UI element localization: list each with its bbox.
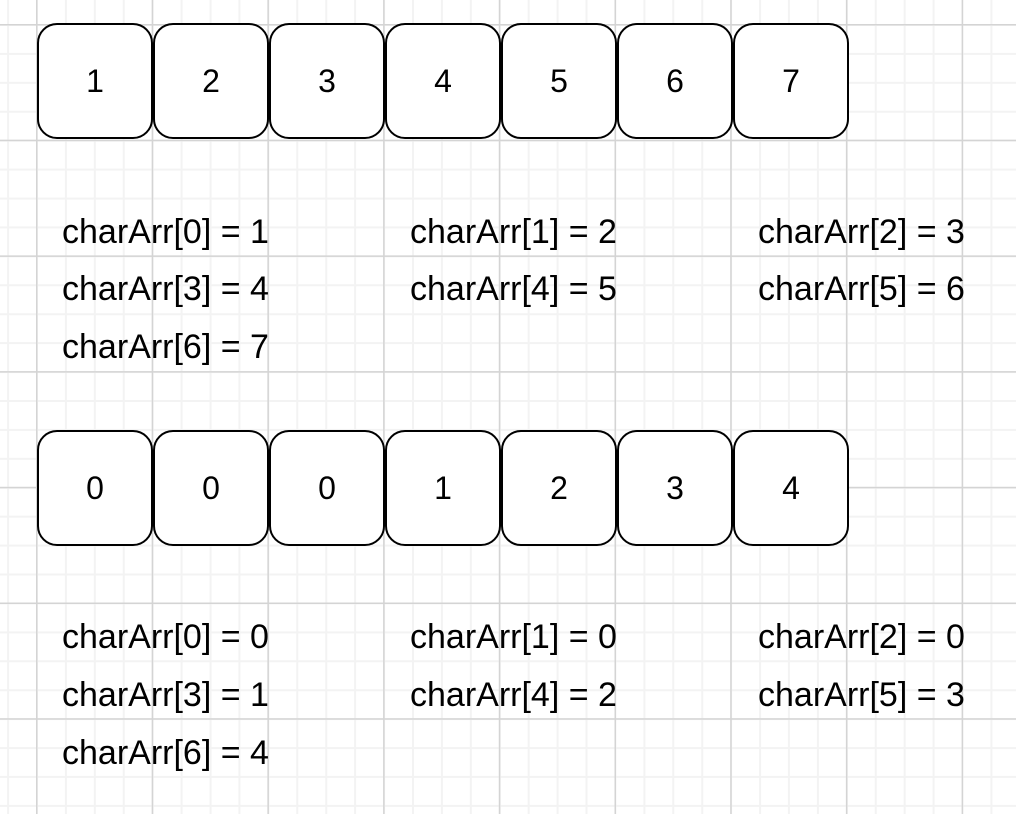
assignment-text[interactable]: charArr[4] = 5 xyxy=(410,270,617,308)
array-cell-value: 7 xyxy=(782,63,800,99)
array-cell-value: 4 xyxy=(782,470,800,506)
array-cell[interactable]: 0 xyxy=(269,430,385,546)
array-cell[interactable]: 2 xyxy=(501,430,617,546)
array-cell[interactable]: 0 xyxy=(153,430,269,546)
array-cell[interactable]: 7 xyxy=(733,23,849,139)
array-cell[interactable]: 1 xyxy=(37,23,153,139)
array-cell-value: 0 xyxy=(86,470,104,506)
assignment-text[interactable]: charArr[5] = 6 xyxy=(758,270,965,308)
assignment-text[interactable]: charArr[6] = 4 xyxy=(62,734,269,772)
array-cell[interactable]: 4 xyxy=(733,430,849,546)
array-cell[interactable]: 6 xyxy=(617,23,733,139)
array-cell-value: 6 xyxy=(666,63,684,99)
assignment-text[interactable]: charArr[3] = 1 xyxy=(62,676,269,714)
array-cell[interactable]: 4 xyxy=(385,23,501,139)
array-cell-value: 0 xyxy=(318,470,336,506)
array-cell-value: 4 xyxy=(434,63,452,99)
array-cell-value: 5 xyxy=(550,63,568,99)
array-cell[interactable]: 2 xyxy=(153,23,269,139)
assignment-text[interactable]: charArr[2] = 3 xyxy=(758,213,965,251)
array-cell-value: 1 xyxy=(86,63,104,99)
assignment-text[interactable]: charArr[6] = 7 xyxy=(62,328,269,366)
assignment-text[interactable]: charArr[5] = 3 xyxy=(758,676,965,714)
assignment-text[interactable]: charArr[1] = 2 xyxy=(410,213,617,251)
array-cell[interactable]: 5 xyxy=(501,23,617,139)
array-cell-value: 3 xyxy=(666,470,684,506)
array-cell-value: 2 xyxy=(202,63,220,99)
array-row-original: 1 2 3 4 5 6 7 xyxy=(37,23,849,139)
array-cell-value: 2 xyxy=(550,470,568,506)
array-cell[interactable]: 3 xyxy=(617,430,733,546)
assignment-text[interactable]: charArr[4] = 2 xyxy=(410,676,617,714)
array-cell[interactable]: 0 xyxy=(37,430,153,546)
array-row-result: 0 0 0 1 2 3 4 xyxy=(37,430,849,546)
array-cell-value: 3 xyxy=(318,63,336,99)
assignment-text[interactable]: charArr[2] = 0 xyxy=(758,618,965,656)
array-cell[interactable]: 1 xyxy=(385,430,501,546)
assignment-text[interactable]: charArr[0] = 0 xyxy=(62,618,269,656)
array-cell-value: 0 xyxy=(202,470,220,506)
array-cell-value: 1 xyxy=(434,470,452,506)
assignment-text[interactable]: charArr[1] = 0 xyxy=(410,618,617,656)
array-cell[interactable]: 3 xyxy=(269,23,385,139)
assignment-text[interactable]: charArr[0] = 1 xyxy=(62,213,269,251)
assignment-text[interactable]: charArr[3] = 4 xyxy=(62,270,269,308)
